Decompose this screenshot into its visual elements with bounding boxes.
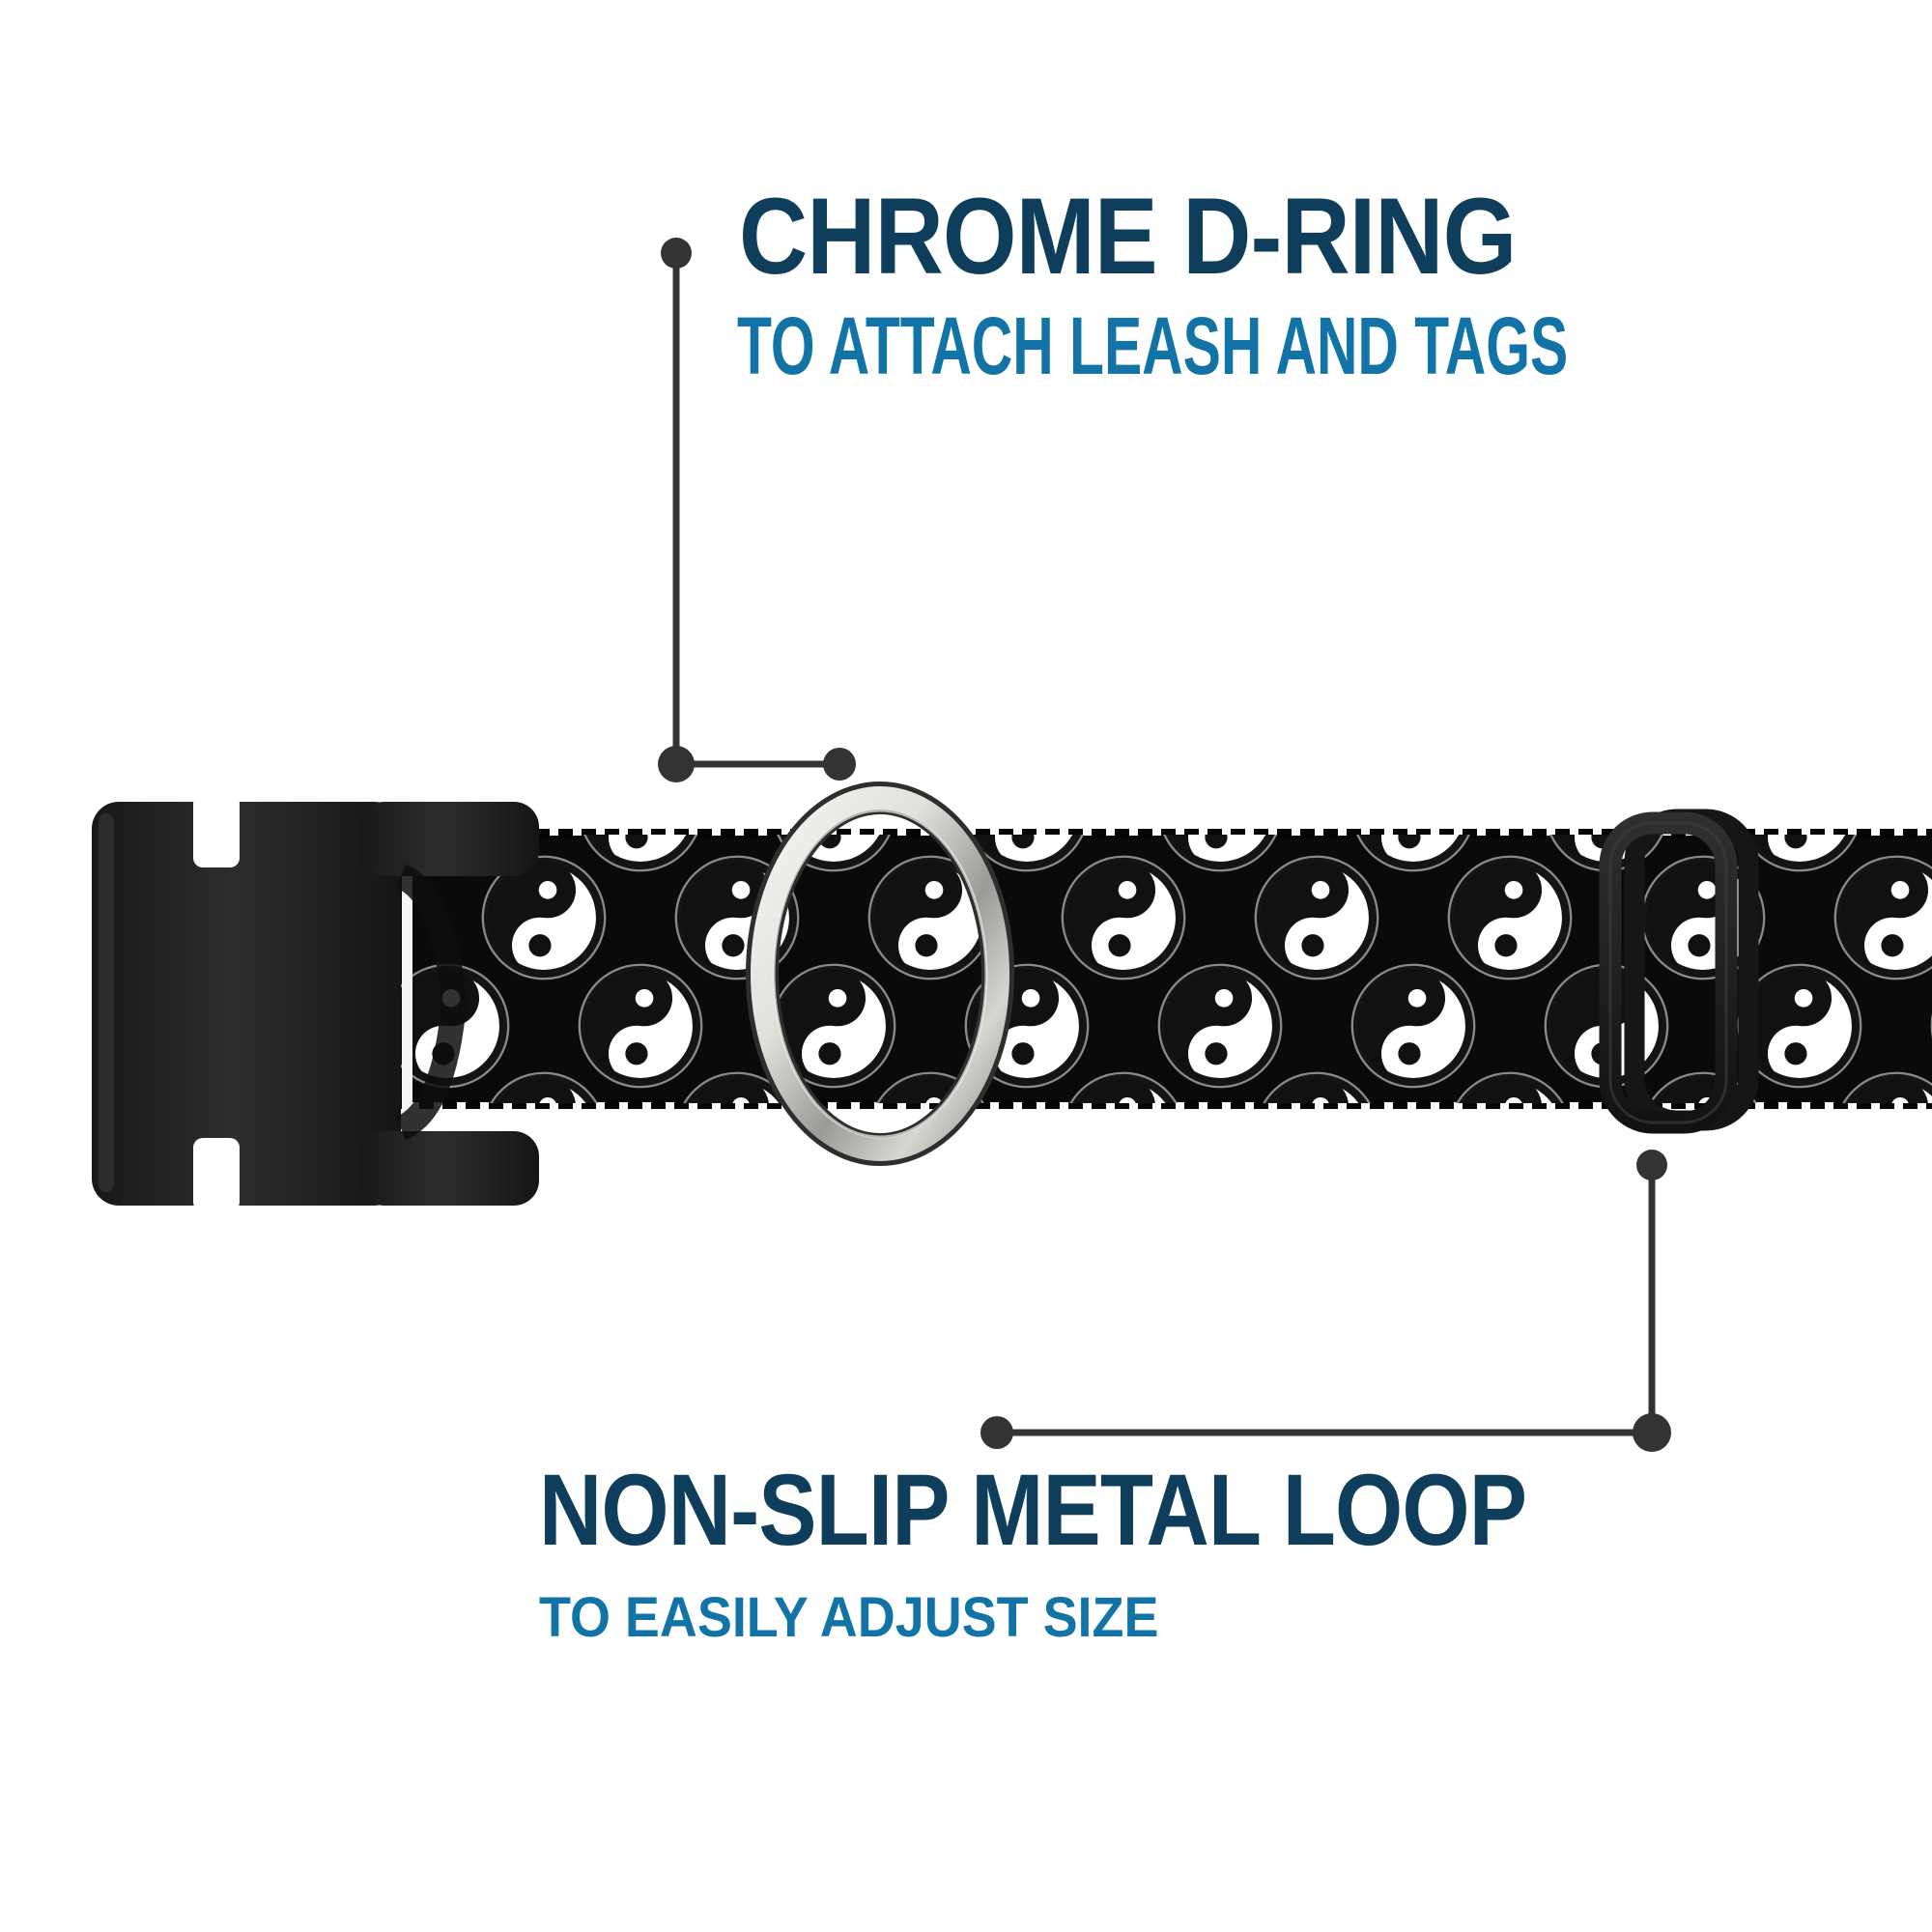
bottom-callout-connector (980, 1150, 1671, 1452)
buckle-highlight (99, 813, 114, 1192)
top-callout-subtitle: TO ATTACH LEASH AND TAGS (737, 300, 1569, 391)
buckle-inner-edge (395, 864, 468, 1141)
callout-end-dot (823, 748, 856, 781)
buckle-bottom-arm (359, 1131, 539, 1206)
buckle-slot-gap (402, 871, 412, 1130)
top-callout-connector (658, 238, 856, 782)
bottom-callout-title: NON-SLIP METAL LOOP (539, 1454, 1527, 1567)
callout-dot (661, 238, 692, 269)
callout-end-dot (980, 1416, 1013, 1449)
buckle-top-notch (193, 794, 240, 867)
top-callout-title: CHROME D-RING (739, 176, 1517, 297)
buckle-top-arm (359, 802, 539, 876)
chrome-d-ring (746, 781, 1014, 1166)
slider-edge-highlight (1608, 821, 1728, 1124)
buckle-body (92, 802, 401, 1206)
collar-webbing (396, 829, 1932, 1109)
bottom-callout-subtitle: TO EASILY ADJUST SIZE (539, 1586, 1159, 1649)
buckle-bottom-notch (193, 1138, 240, 1211)
metal-slider-loop (1599, 809, 1759, 1134)
callout-dot (1636, 1150, 1667, 1180)
plastic-buckle (92, 794, 539, 1211)
